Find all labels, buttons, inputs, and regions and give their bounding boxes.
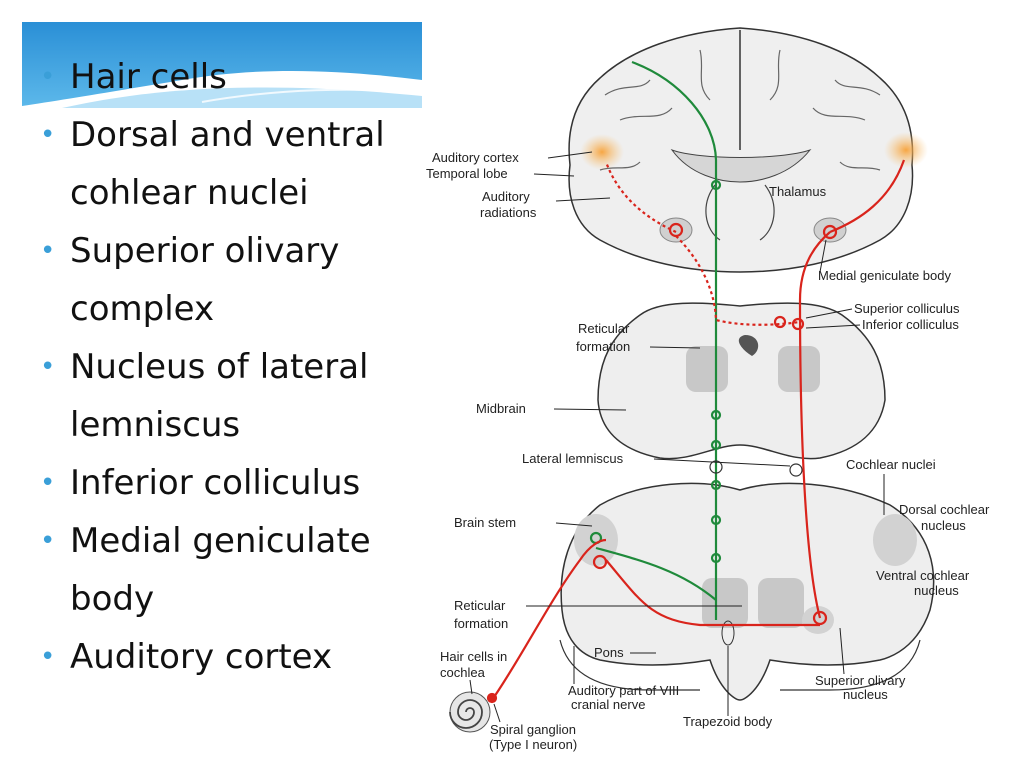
label-trapezoid: Trapezoid body bbox=[683, 714, 773, 729]
bullet-dot-icon: • bbox=[40, 468, 56, 498]
bullet-text: Superior olivary bbox=[70, 231, 340, 271]
label-brain-stem: Brain stem bbox=[454, 515, 516, 530]
bullet-dot-icon: • bbox=[40, 526, 56, 556]
cerebrum-section bbox=[568, 27, 928, 273]
bullet-item: • Medial geniculate body bbox=[38, 512, 428, 628]
label-spiral-ganglion-1: Spiral ganglion bbox=[490, 722, 576, 737]
bullet-dot-icon: • bbox=[40, 120, 56, 150]
label-medial-geniculate: Medial geniculate body bbox=[818, 268, 951, 283]
label-viii-nerve-1: Auditory part of VIII bbox=[568, 683, 679, 698]
bullet-list: • Hair cells • Dorsal and ventral cohlear n… bbox=[38, 48, 428, 686]
label-dorsal-cochlear-1: Dorsal cochlear bbox=[899, 502, 990, 517]
label-hair-cells-1: Hair cells in bbox=[440, 649, 507, 664]
label-cochlear-nuclei: Cochlear nuclei bbox=[846, 457, 936, 472]
label-spiral-ganglion-2: (Type I neuron) bbox=[489, 737, 577, 752]
label-reticular-formation-bottom-2: formation bbox=[454, 616, 508, 631]
label-auditory-cortex: Auditory cortex bbox=[432, 150, 519, 165]
label-pons: Pons bbox=[594, 645, 624, 660]
bullet-text: Medial geniculate bbox=[70, 521, 371, 561]
label-reticular-formation-bottom-1: Reticular bbox=[454, 598, 506, 613]
label-ventral-cochlear-2: nucleus bbox=[914, 583, 959, 598]
bullet-text: Auditory cortex bbox=[70, 637, 333, 677]
header-wave-decoration bbox=[22, 22, 422, 108]
bullet-item: • Nucleus of lateral lemniscus bbox=[38, 338, 428, 454]
cochlea-icon bbox=[449, 691, 491, 733]
label-midbrain: Midbrain bbox=[476, 401, 526, 416]
label-inferior-colliculus: Inferior colliculus bbox=[862, 317, 959, 332]
midbrain-section bbox=[597, 302, 886, 460]
bullet-dot-icon: • bbox=[40, 236, 56, 266]
bullet-text: Hair cells bbox=[70, 57, 227, 97]
label-ventral-cochlear-1: Ventral cochlear bbox=[876, 568, 970, 583]
bullet-dot-icon: • bbox=[40, 62, 56, 92]
bullet-dot-icon: • bbox=[40, 352, 56, 382]
bullet-text-cont: lemniscus bbox=[70, 405, 241, 445]
bullet-item: • Dorsal and ventral cohlear nuclei bbox=[38, 106, 428, 222]
bullet-item: • Inferior colliculus bbox=[38, 454, 428, 512]
green-pathway bbox=[589, 60, 722, 620]
bullet-dot-icon: • bbox=[40, 642, 56, 672]
label-hair-cells-2: cochlea bbox=[440, 665, 486, 680]
bullet-text: Nucleus of lateral bbox=[70, 347, 369, 387]
auditory-pathway-diagram: Auditory cortex Temporal lobe Auditory r… bbox=[426, 27, 990, 752]
bullet-text-cont: cohlear nuclei bbox=[70, 173, 309, 213]
brainstem-section bbox=[559, 482, 935, 701]
red-pathway bbox=[486, 159, 906, 704]
label-auditory-radiations-1: Auditory bbox=[482, 189, 530, 204]
label-thalamus: Thalamus bbox=[769, 184, 827, 199]
label-superior-olivary-1: Superior olivary bbox=[815, 673, 906, 688]
bullet-item: • Superior olivary complex bbox=[38, 222, 428, 338]
bullet-text-cont: complex bbox=[70, 289, 215, 329]
label-superior-olivary-2: nucleus bbox=[843, 687, 888, 702]
diagram-labels: Auditory cortex Temporal lobe Auditory r… bbox=[426, 150, 990, 752]
bullet-text: Dorsal and ventral bbox=[70, 115, 385, 155]
bullet-item: • Hair cells bbox=[38, 48, 428, 106]
bullet-item: • Auditory cortex bbox=[38, 628, 428, 686]
label-reticular-formation-top-1: Reticular bbox=[578, 321, 630, 336]
bullet-text-cont: body bbox=[70, 579, 155, 619]
bullet-text: Inferior colliculus bbox=[70, 463, 361, 503]
label-temporal-lobe: Temporal lobe bbox=[426, 166, 508, 181]
label-reticular-formation-top-2: formation bbox=[576, 339, 630, 354]
label-lateral-lemniscus: Lateral lemniscus bbox=[522, 451, 624, 466]
label-viii-nerve-2: cranial nerve bbox=[571, 697, 645, 712]
label-auditory-radiations-2: radiations bbox=[480, 205, 537, 220]
label-superior-colliculus: Superior colliculus bbox=[854, 301, 960, 316]
label-dorsal-cochlear-2: nucleus bbox=[921, 518, 966, 533]
